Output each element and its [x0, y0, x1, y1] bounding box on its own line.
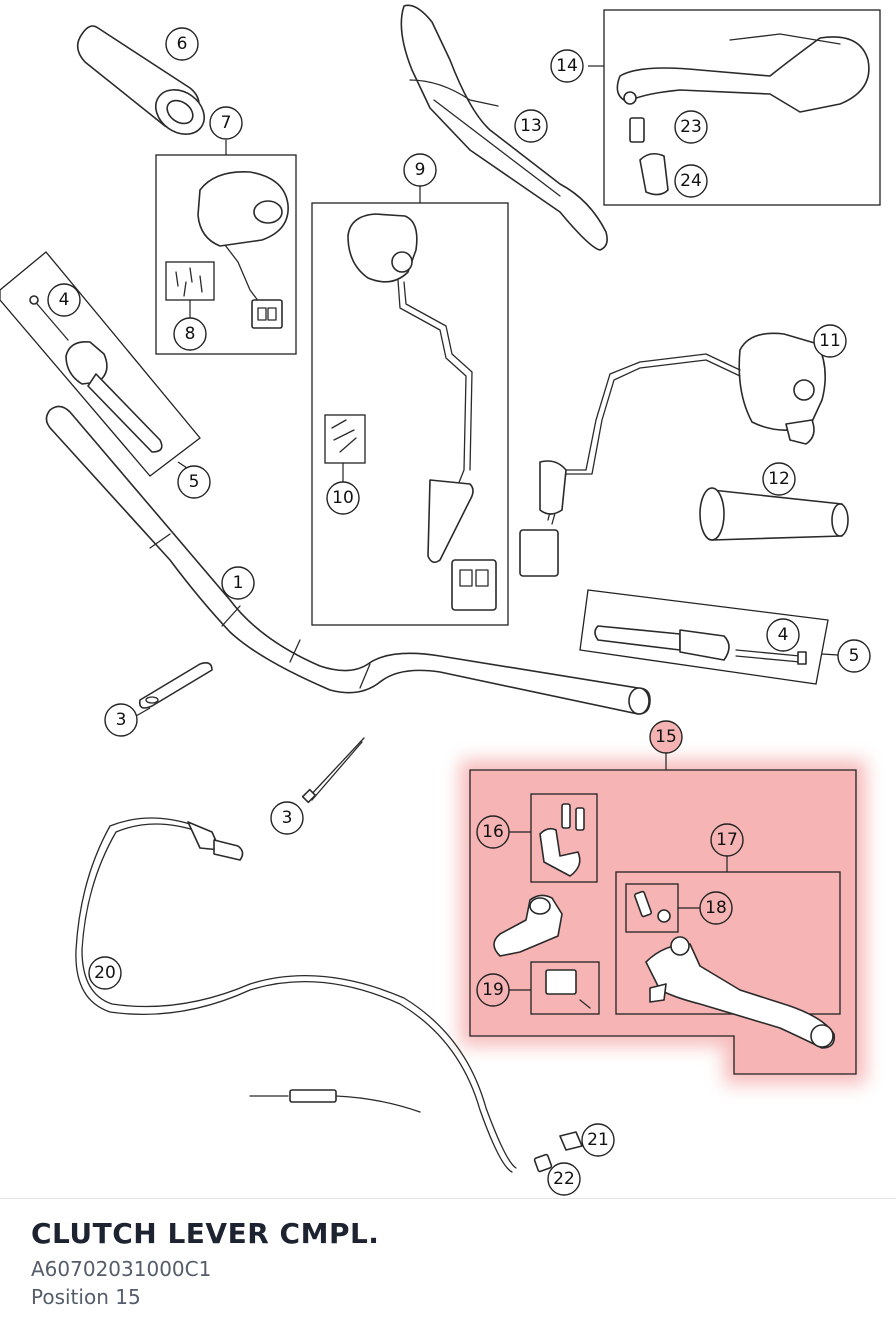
callout-3[interactable]: 3 — [104, 703, 138, 737]
callout-label: 13 — [520, 116, 542, 136]
adjuster-kit-18[interactable] — [633, 890, 671, 923]
kit-box-14 — [603, 9, 881, 206]
callout-21[interactable]: 21 — [581, 1123, 615, 1157]
callout-17[interactable]: 17 — [710, 823, 744, 857]
handlebar[interactable] — [45, 405, 651, 715]
screws-8 — [175, 267, 203, 297]
callout-6[interactable]: 6 — [165, 27, 199, 61]
callout-1[interactable]: 1 — [221, 566, 255, 600]
kit-box-19 — [530, 961, 600, 1015]
hand-guard[interactable] — [400, 4, 608, 251]
switch-harness-left[interactable] — [347, 213, 497, 611]
fitting-23[interactable] — [629, 117, 645, 143]
callout-5[interactable]: 5 — [177, 465, 211, 499]
callout-3[interactable]: 3 — [270, 801, 304, 835]
kit-box-17 — [615, 871, 841, 1015]
kit-box-5-right — [579, 589, 829, 685]
callout-label: 5 — [189, 472, 200, 492]
callout-label: 12 — [768, 469, 790, 489]
fitting-22[interactable] — [533, 1153, 553, 1173]
callout-label: 19 — [482, 980, 504, 1000]
callout-8[interactable]: 8 — [173, 317, 207, 351]
callout-label: 6 — [177, 34, 188, 54]
callout-label: 21 — [587, 1130, 609, 1150]
kit-box-9 — [311, 202, 509, 626]
bar-end-weight-right[interactable] — [594, 625, 807, 665]
callout-4[interactable]: 4 — [47, 283, 81, 317]
callout-7[interactable]: 7 — [209, 106, 243, 140]
part-number: A60702031000C1 — [31, 1257, 212, 1281]
bar-end-weight-left[interactable] — [29, 295, 163, 453]
callout-20[interactable]: 20 — [88, 956, 122, 990]
lever-guard-assembly[interactable] — [616, 33, 870, 113]
callout-10[interactable]: 10 — [326, 481, 360, 515]
pivot-kit-16[interactable] — [539, 803, 585, 877]
switch-housing-small[interactable] — [197, 171, 289, 329]
clutch-cable[interactable] — [75, 817, 517, 1173]
grip-left[interactable] — [76, 25, 213, 143]
callout-label: 5 — [849, 646, 860, 666]
callout-11[interactable]: 11 — [813, 324, 847, 358]
callout-label: 15 — [655, 727, 677, 747]
clutch-lever-bracket[interactable] — [493, 894, 563, 957]
callout-label: 3 — [282, 808, 293, 828]
clamp-kit-19[interactable] — [545, 969, 591, 1009]
callout-label: 4 — [59, 290, 70, 310]
fitting-24[interactable] — [639, 152, 669, 196]
callout-label: 23 — [680, 117, 702, 137]
callout-15[interactable]: 15 — [649, 720, 683, 754]
clamp-strap[interactable] — [138, 662, 213, 709]
callout-label: 11 — [819, 331, 841, 351]
callout-19[interactable]: 19 — [476, 973, 510, 1007]
callout-label: 17 — [716, 830, 738, 850]
callout-label: 24 — [680, 171, 702, 191]
callout-label: 14 — [556, 56, 578, 76]
fitting-21[interactable] — [559, 1131, 583, 1151]
callout-24[interactable]: 24 — [674, 164, 708, 198]
callout-18[interactable]: 18 — [699, 891, 733, 925]
callout-4[interactable]: 4 — [766, 618, 800, 652]
callout-label: 9 — [415, 160, 426, 180]
kit-box-16 — [530, 793, 598, 883]
callout-label: 7 — [221, 113, 232, 133]
callout-label: 4 — [778, 625, 789, 645]
screws-10 — [331, 419, 357, 453]
callout-label: 8 — [185, 324, 196, 344]
callout-label: 3 — [116, 710, 127, 730]
switch-harness-right[interactable] — [519, 332, 826, 577]
callout-12[interactable]: 12 — [762, 462, 796, 496]
callout-5[interactable]: 5 — [837, 639, 871, 673]
cable-tie[interactable] — [301, 737, 365, 804]
callout-label: 22 — [553, 1169, 575, 1189]
callout-label: 10 — [332, 488, 354, 508]
part-title: CLUTCH LEVER CMPL. — [31, 1217, 380, 1250]
part-position: Position 15 — [31, 1285, 141, 1309]
callout-label: 16 — [482, 822, 504, 842]
part-info-footer: CLUTCH LEVER CMPL. A60702031000C1 Positi… — [0, 1198, 896, 1336]
callout-16[interactable]: 16 — [476, 815, 510, 849]
screws-box-10 — [324, 414, 366, 464]
grip-right[interactable] — [699, 487, 849, 541]
callout-23[interactable]: 23 — [674, 110, 708, 144]
kit-box-5-left — [0, 251, 201, 477]
callout-label: 20 — [94, 963, 116, 983]
callout-9[interactable]: 9 — [403, 153, 437, 187]
callout-22[interactable]: 22 — [547, 1162, 581, 1196]
callout-13[interactable]: 13 — [514, 109, 548, 143]
callout-label: 18 — [705, 898, 727, 918]
exploded-parts-diagram: 1 3 3 4 4 5 5 6 7 8 9 10 11 12 13 14 15 … — [0, 4, 881, 1196]
callout-label: 1 — [233, 573, 244, 593]
callout-14[interactable]: 14 — [550, 49, 584, 83]
clutch-lever[interactable] — [645, 936, 836, 1049]
